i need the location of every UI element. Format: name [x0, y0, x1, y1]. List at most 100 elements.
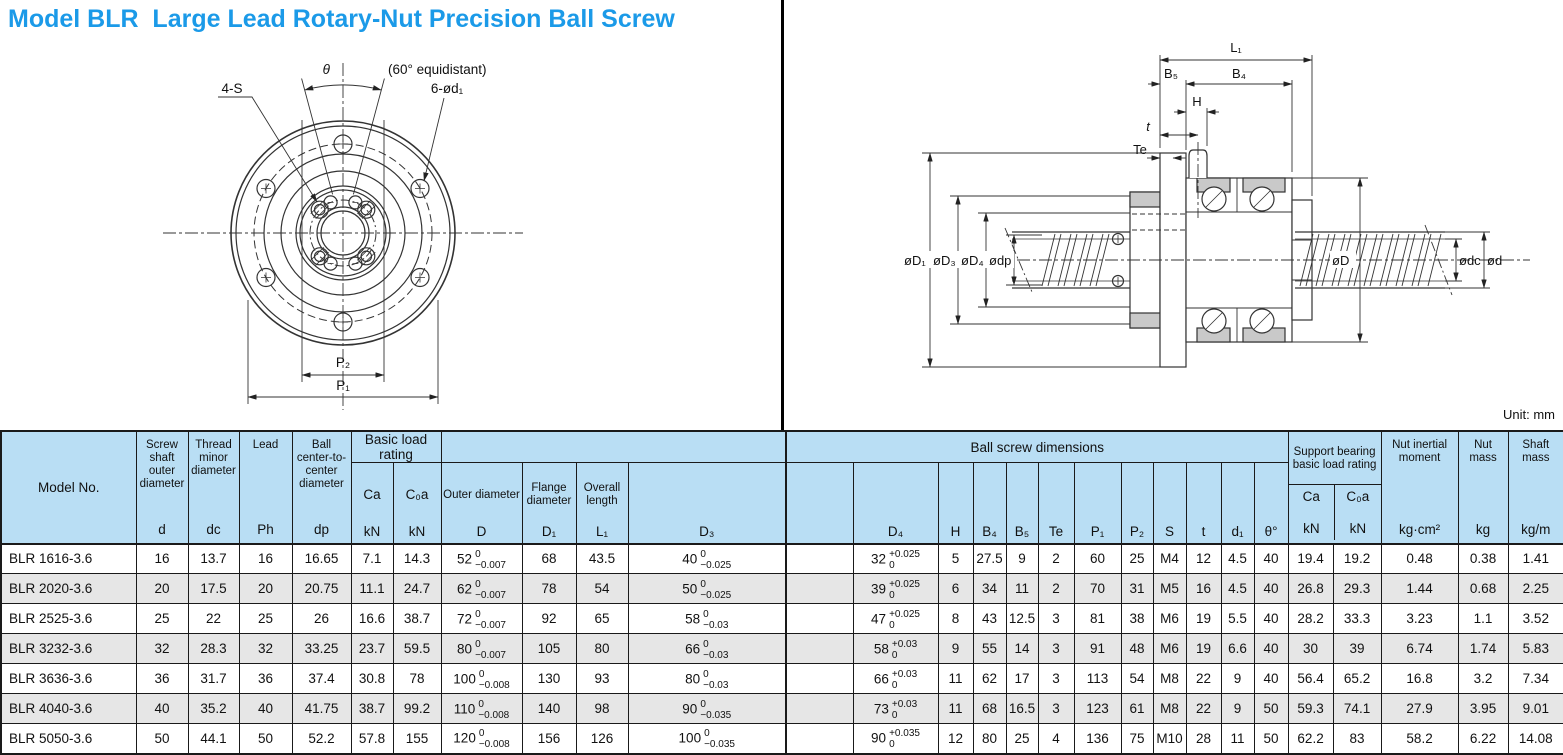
front-view-drawing: θ (60° equidistant) 6-ød₁ 4-S P₂ P₁: [163, 62, 523, 410]
value-cell: 99.2: [392, 693, 442, 724]
value-cell: 16.5: [1005, 693, 1039, 724]
col-model: Model No.: [0, 430, 137, 544]
value-cell: M6: [1152, 633, 1187, 664]
value-cell: 7.1: [350, 543, 394, 574]
value-cell: M4: [1152, 543, 1187, 574]
value-cell: 0.48: [1380, 543, 1459, 574]
value-cell: 4: [1037, 723, 1075, 754]
group-ball-screw-dimensions: Ball screw dimensions: [784, 430, 1289, 463]
value-cell: 3: [1037, 633, 1075, 664]
value-cell: 9: [937, 633, 974, 664]
theta-dimension: [301, 78, 385, 195]
value-cell: 38: [1120, 603, 1154, 634]
value-cell: 57.8: [350, 723, 394, 754]
col-theta: θ°: [1253, 462, 1289, 544]
value-cell: 33.25: [291, 633, 352, 664]
value-cell: 40: [1253, 573, 1289, 604]
col-h: H: [937, 462, 974, 544]
value-cell: 55: [972, 633, 1007, 664]
value-cell: 17.5: [187, 573, 240, 604]
col-d4: D₄: [852, 462, 939, 544]
value-cell: 24.7: [392, 573, 442, 604]
value-cell: 60: [1073, 543, 1122, 574]
value-cell: 1.74: [1457, 633, 1509, 664]
label-l1: L₁: [1230, 40, 1242, 55]
value-cell: 11.1: [350, 573, 394, 604]
value-cell: 11: [1220, 723, 1255, 754]
value-cell: 39: [1332, 633, 1382, 664]
value-cell: 5.83: [1507, 633, 1563, 664]
value-cell: 50: [1253, 693, 1289, 724]
value-cell: 27.5: [972, 543, 1007, 574]
col-d1-hole: d₁: [1220, 462, 1255, 544]
value-cell: 62.2: [1287, 723, 1334, 754]
value-cell: 36: [238, 663, 293, 694]
value-cell: 32: [238, 633, 293, 664]
value-cell: 20: [238, 573, 293, 604]
value-cell: [785, 663, 854, 694]
value-cell: 70: [1073, 573, 1122, 604]
value-cell: 14.08: [1507, 723, 1563, 754]
value-cell: 3.52: [1507, 603, 1563, 634]
value-cell: 25: [238, 603, 293, 634]
value-cell: 56.4: [1287, 663, 1334, 694]
value-cell: 65.2: [1332, 663, 1382, 694]
value-cell: 25: [135, 603, 189, 634]
value-cell: 19: [1185, 603, 1222, 634]
value-cell: 19.2: [1332, 543, 1382, 574]
value-cell: 31.7: [187, 663, 240, 694]
value-cell: 140: [521, 693, 577, 724]
value-cell: 78: [392, 663, 442, 694]
value-cell: 59.3: [1287, 693, 1334, 724]
label-t: t: [1146, 119, 1151, 134]
model-cell: BLR 2525-3.6: [0, 603, 137, 634]
value-cell: 44.1: [187, 723, 240, 754]
value-cell: 9.01: [1507, 693, 1563, 724]
group-blank: [440, 430, 787, 463]
value-cell: 65: [575, 603, 629, 634]
value-cell: 12: [1185, 543, 1222, 574]
col-gap: [785, 462, 854, 544]
value-cell: 6: [937, 573, 974, 604]
centerlines: [163, 63, 523, 410]
value-cell: 1.41: [1507, 543, 1563, 574]
value-cell: 38.7: [350, 693, 394, 724]
value-cell: 34: [972, 573, 1007, 604]
value-cell: [785, 633, 854, 664]
value-cell: 6.74: [1380, 633, 1459, 664]
value-cell: 28.2: [1287, 603, 1334, 634]
value-cell: 136: [1073, 723, 1122, 754]
model-cell: BLR 3636-3.6: [0, 663, 137, 694]
value-cell: 40: [1253, 543, 1289, 574]
section-centerlines: [995, 142, 1530, 261]
value-cell: 26: [291, 603, 352, 634]
value-cell: 38.7: [392, 603, 442, 634]
value-cell: 1.1: [1457, 603, 1509, 634]
value-cell: 30.8: [350, 663, 394, 694]
value-cell: 40: [1253, 633, 1289, 664]
label-b5: B₅: [1164, 66, 1178, 81]
value-cell: 27.9: [1380, 693, 1459, 724]
col-p1: P₁: [1073, 462, 1122, 544]
screw-shaft-left: [1004, 227, 1130, 293]
value-cell: M10: [1152, 723, 1187, 754]
label-dia-dc: ødc: [1459, 253, 1481, 268]
value-cell: 3.2: [1457, 663, 1509, 694]
col-b5: B₅: [1005, 462, 1039, 544]
value-cell: 5: [937, 543, 974, 574]
label-bolt-holes: 6-ød₁: [431, 81, 464, 96]
value-cell: 68: [521, 543, 577, 574]
value-cell: 43.5: [575, 543, 629, 574]
